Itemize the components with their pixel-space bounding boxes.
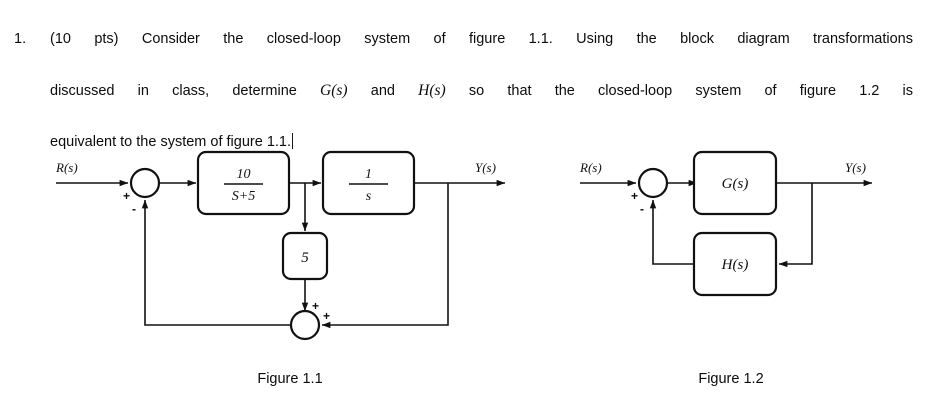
figure1-input-summing-junction: [129, 167, 161, 199]
question-line-2-text-b: and: [347, 83, 419, 99]
figure2-feedback-block-label: H(s): [721, 257, 749, 273]
question-line-2-text-c: so that the closed-loop system of figure…: [445, 83, 914, 99]
figure2-input-summing-junction: [637, 167, 669, 199]
question-line-3: equivalent to the system of figure 1.1.: [50, 130, 913, 156]
figure2-output-feedback-wire: [778, 183, 813, 268]
figure1-output-label: Y(s): [475, 160, 496, 175]
figure1-sum1-plus-sign: +: [123, 189, 130, 203]
figure1-sum1-minus-sign: -: [132, 202, 136, 216]
question-line-2: discussed in class, determine G(s) and H…: [50, 78, 913, 130]
figure1-wire-sum2-to-sum1: [141, 199, 291, 326]
figure2-caption: Figure 1.2: [698, 371, 763, 387]
figure2-feedback-block: [692, 231, 778, 297]
math-g-of-s: G(s): [320, 82, 348, 99]
figure2-forward-block: [692, 150, 778, 216]
text-cursor-caret: [292, 133, 293, 149]
figure1-sum2-plus-right-sign: +: [323, 309, 330, 323]
figure1-plant-numerator: 10: [237, 167, 251, 182]
figure2-sum-plus-sign: +: [631, 189, 638, 203]
figure1-output-feedback-wire: [321, 183, 449, 329]
figure1-integrator-denominator: s: [366, 189, 372, 204]
figure2-wire-h-to-sum: [649, 199, 694, 265]
figure-1-1: R(s) + - 10 S+5 1 s Y(s) 5 +: [55, 150, 506, 387]
figure1-input-label: R(s): [55, 160, 78, 175]
figure2-sum-minus-sign: -: [640, 202, 644, 216]
question-line-1-text: (10 pts) Consider the closed-loop system…: [50, 31, 913, 47]
question-line-2-text-a: discussed in class, determine: [50, 83, 321, 99]
figure1-integrator-numerator: 1: [365, 167, 372, 182]
figure2-forward-block-label: G(s): [722, 176, 749, 192]
figure2-input-label: R(s): [579, 160, 602, 175]
figure-1-2: R(s) + - G(s) Y(s) H(s) Figure 1.2: [579, 150, 873, 387]
math-h-of-s: H(s): [418, 82, 446, 99]
question-number: 1.: [14, 31, 27, 47]
figure1-sum2-plus-top-sign: +: [312, 299, 319, 313]
figure2-output-label: Y(s): [845, 160, 866, 175]
figure1-plant-block: [196, 150, 291, 216]
question-line-3-text: equivalent to the system of figure 1.1.: [50, 134, 291, 150]
question-line-1: (10 pts) Consider the closed-loop system…: [50, 27, 913, 78]
figure1-gain-label: 5: [301, 250, 309, 266]
figure1-plant-denominator: S+5: [232, 189, 255, 204]
figure1-feedback-summing-junction: [289, 309, 321, 341]
figure1-gain-block: [281, 231, 329, 281]
figure1-caption: Figure 1.1: [257, 371, 322, 387]
question-text: (10 pts) Consider the closed-loop system…: [50, 27, 913, 156]
figure1-integrator-block: [321, 150, 416, 216]
problem-statement: 1. (10 pts) Consider the closed-loop sys…: [0, 22, 920, 150]
